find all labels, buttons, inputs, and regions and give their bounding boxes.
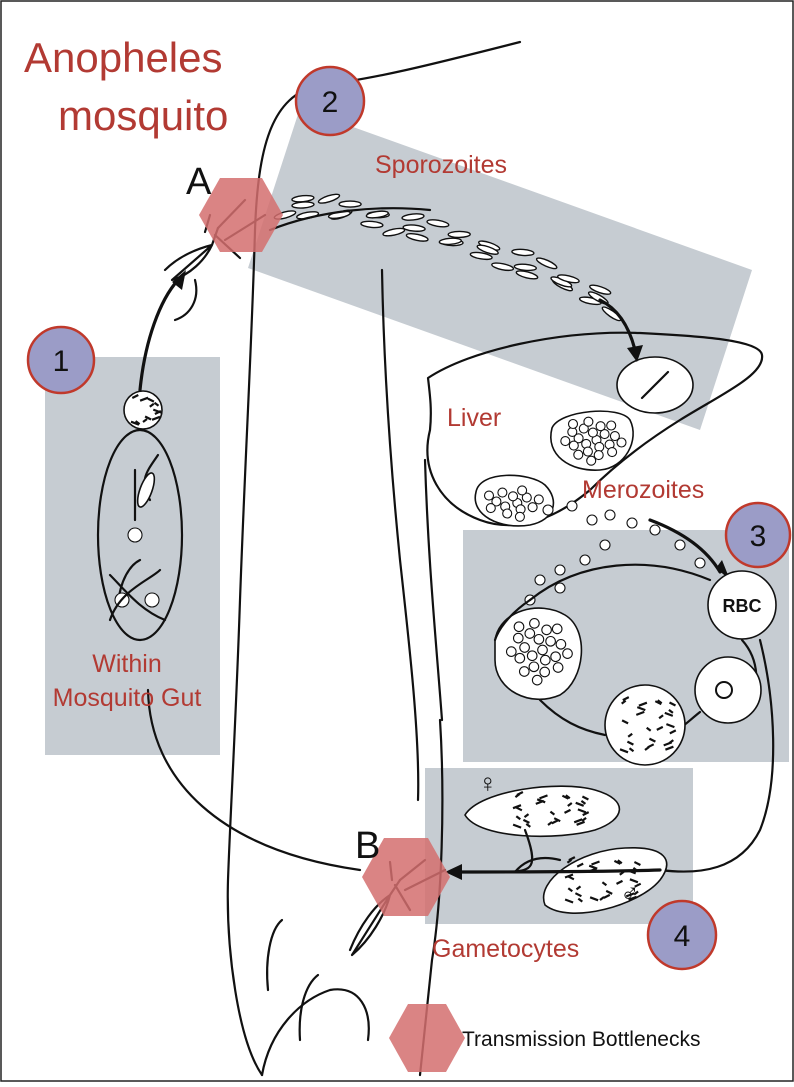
parasite-dot xyxy=(530,619,540,629)
parasite-dot xyxy=(527,651,537,661)
parasite-dot xyxy=(515,512,524,521)
parasite-dot xyxy=(583,447,592,456)
stage-number-1: 1 xyxy=(53,345,70,378)
merozoite xyxy=(627,518,637,528)
male-symbol: ♂ xyxy=(620,878,640,908)
parasite-dot xyxy=(529,662,539,672)
rbc-trophozoite xyxy=(605,685,685,765)
merozoite xyxy=(675,540,685,550)
parasite-dot xyxy=(532,675,542,685)
stage-number-2: 2 xyxy=(322,86,339,119)
merozoite xyxy=(543,505,553,515)
merozoite xyxy=(600,540,610,550)
parasite-dot xyxy=(574,450,583,459)
merozoite xyxy=(650,525,660,535)
merozoite xyxy=(605,510,615,520)
stage-badge-4: 4 xyxy=(648,901,716,969)
female-symbol: ♀ xyxy=(478,768,498,798)
parasite-dot xyxy=(538,645,548,655)
parasite-dot xyxy=(485,491,494,500)
parasite-dot xyxy=(541,655,551,665)
title-line-1: Anopheles xyxy=(24,34,223,81)
rbc-label: RBC xyxy=(723,596,762,616)
title-line-2: mosquito xyxy=(58,92,228,139)
label-sporozoites: Sporozoites xyxy=(375,151,507,179)
parasite-dot xyxy=(607,421,616,430)
merozoite xyxy=(580,555,590,565)
parasite-dot xyxy=(540,667,550,677)
parasite-dot xyxy=(503,509,512,518)
sporozoite xyxy=(448,231,470,237)
parasite-dot xyxy=(514,633,524,643)
parasite-dot xyxy=(588,428,597,437)
merozoite xyxy=(567,501,577,511)
sporozoite xyxy=(339,201,361,207)
parasite-dot xyxy=(569,420,578,429)
parasite-dot xyxy=(518,486,527,495)
parasite-dot xyxy=(608,448,617,457)
sporozoite xyxy=(292,201,314,208)
parasite-dot xyxy=(514,622,524,632)
stage-badge-1: 1 xyxy=(28,327,94,393)
merozoite xyxy=(587,515,597,525)
parasite-dot xyxy=(569,441,578,450)
liver-schizont xyxy=(551,411,633,470)
rbc-ring-stage xyxy=(695,657,761,723)
merozoite xyxy=(695,558,705,568)
parasite-dot xyxy=(534,635,544,645)
parasite-dot xyxy=(595,442,604,451)
parasite-dot xyxy=(486,504,495,513)
parasite-dot xyxy=(551,652,561,662)
label-merozoites: Merozoites xyxy=(582,476,704,504)
parasite-dot xyxy=(534,495,543,504)
liver-rupture xyxy=(475,475,553,526)
parasite-dot xyxy=(520,643,530,653)
parasite-dot xyxy=(561,437,570,446)
stage-number-4: 4 xyxy=(674,920,691,953)
label-mosquito-gut: Mosquito Gut xyxy=(53,684,202,712)
label-gametocytes: Gametocytes xyxy=(432,935,579,963)
parasite-dot xyxy=(556,640,566,650)
liver-cell-sporozoite xyxy=(617,357,693,413)
parasite-dot xyxy=(507,647,517,657)
parasite-dot xyxy=(584,417,593,426)
label-liver: Liver xyxy=(447,404,501,432)
parasite-dot xyxy=(617,438,626,447)
parasite-dot xyxy=(525,629,535,639)
parasite-dot xyxy=(498,488,507,497)
stage-badge-2: 2 xyxy=(296,67,364,135)
parasite-dot xyxy=(515,653,525,663)
bottleneck-letter-a: A xyxy=(186,161,212,203)
parasite-dot xyxy=(520,667,530,677)
stage-badge-3: 3 xyxy=(726,503,790,567)
parasite-dot xyxy=(596,422,605,431)
parasite-dot xyxy=(546,637,556,647)
legend-label: Transmission Bottlenecks xyxy=(462,1028,700,1051)
stage-number-3: 3 xyxy=(750,520,767,553)
merozoite xyxy=(555,583,565,593)
parasite-dot xyxy=(542,625,552,635)
parasite-dot xyxy=(528,503,537,512)
bottleneck-letter-b: B xyxy=(355,825,380,867)
parasite-dot xyxy=(587,456,596,465)
parasite-dot xyxy=(509,492,518,501)
parasite-dot xyxy=(553,663,563,673)
parasite-dot xyxy=(552,624,562,634)
parasite-dot xyxy=(563,649,573,659)
merozoite xyxy=(555,565,565,575)
label-within: Within xyxy=(92,650,161,678)
merozoite xyxy=(535,575,545,585)
